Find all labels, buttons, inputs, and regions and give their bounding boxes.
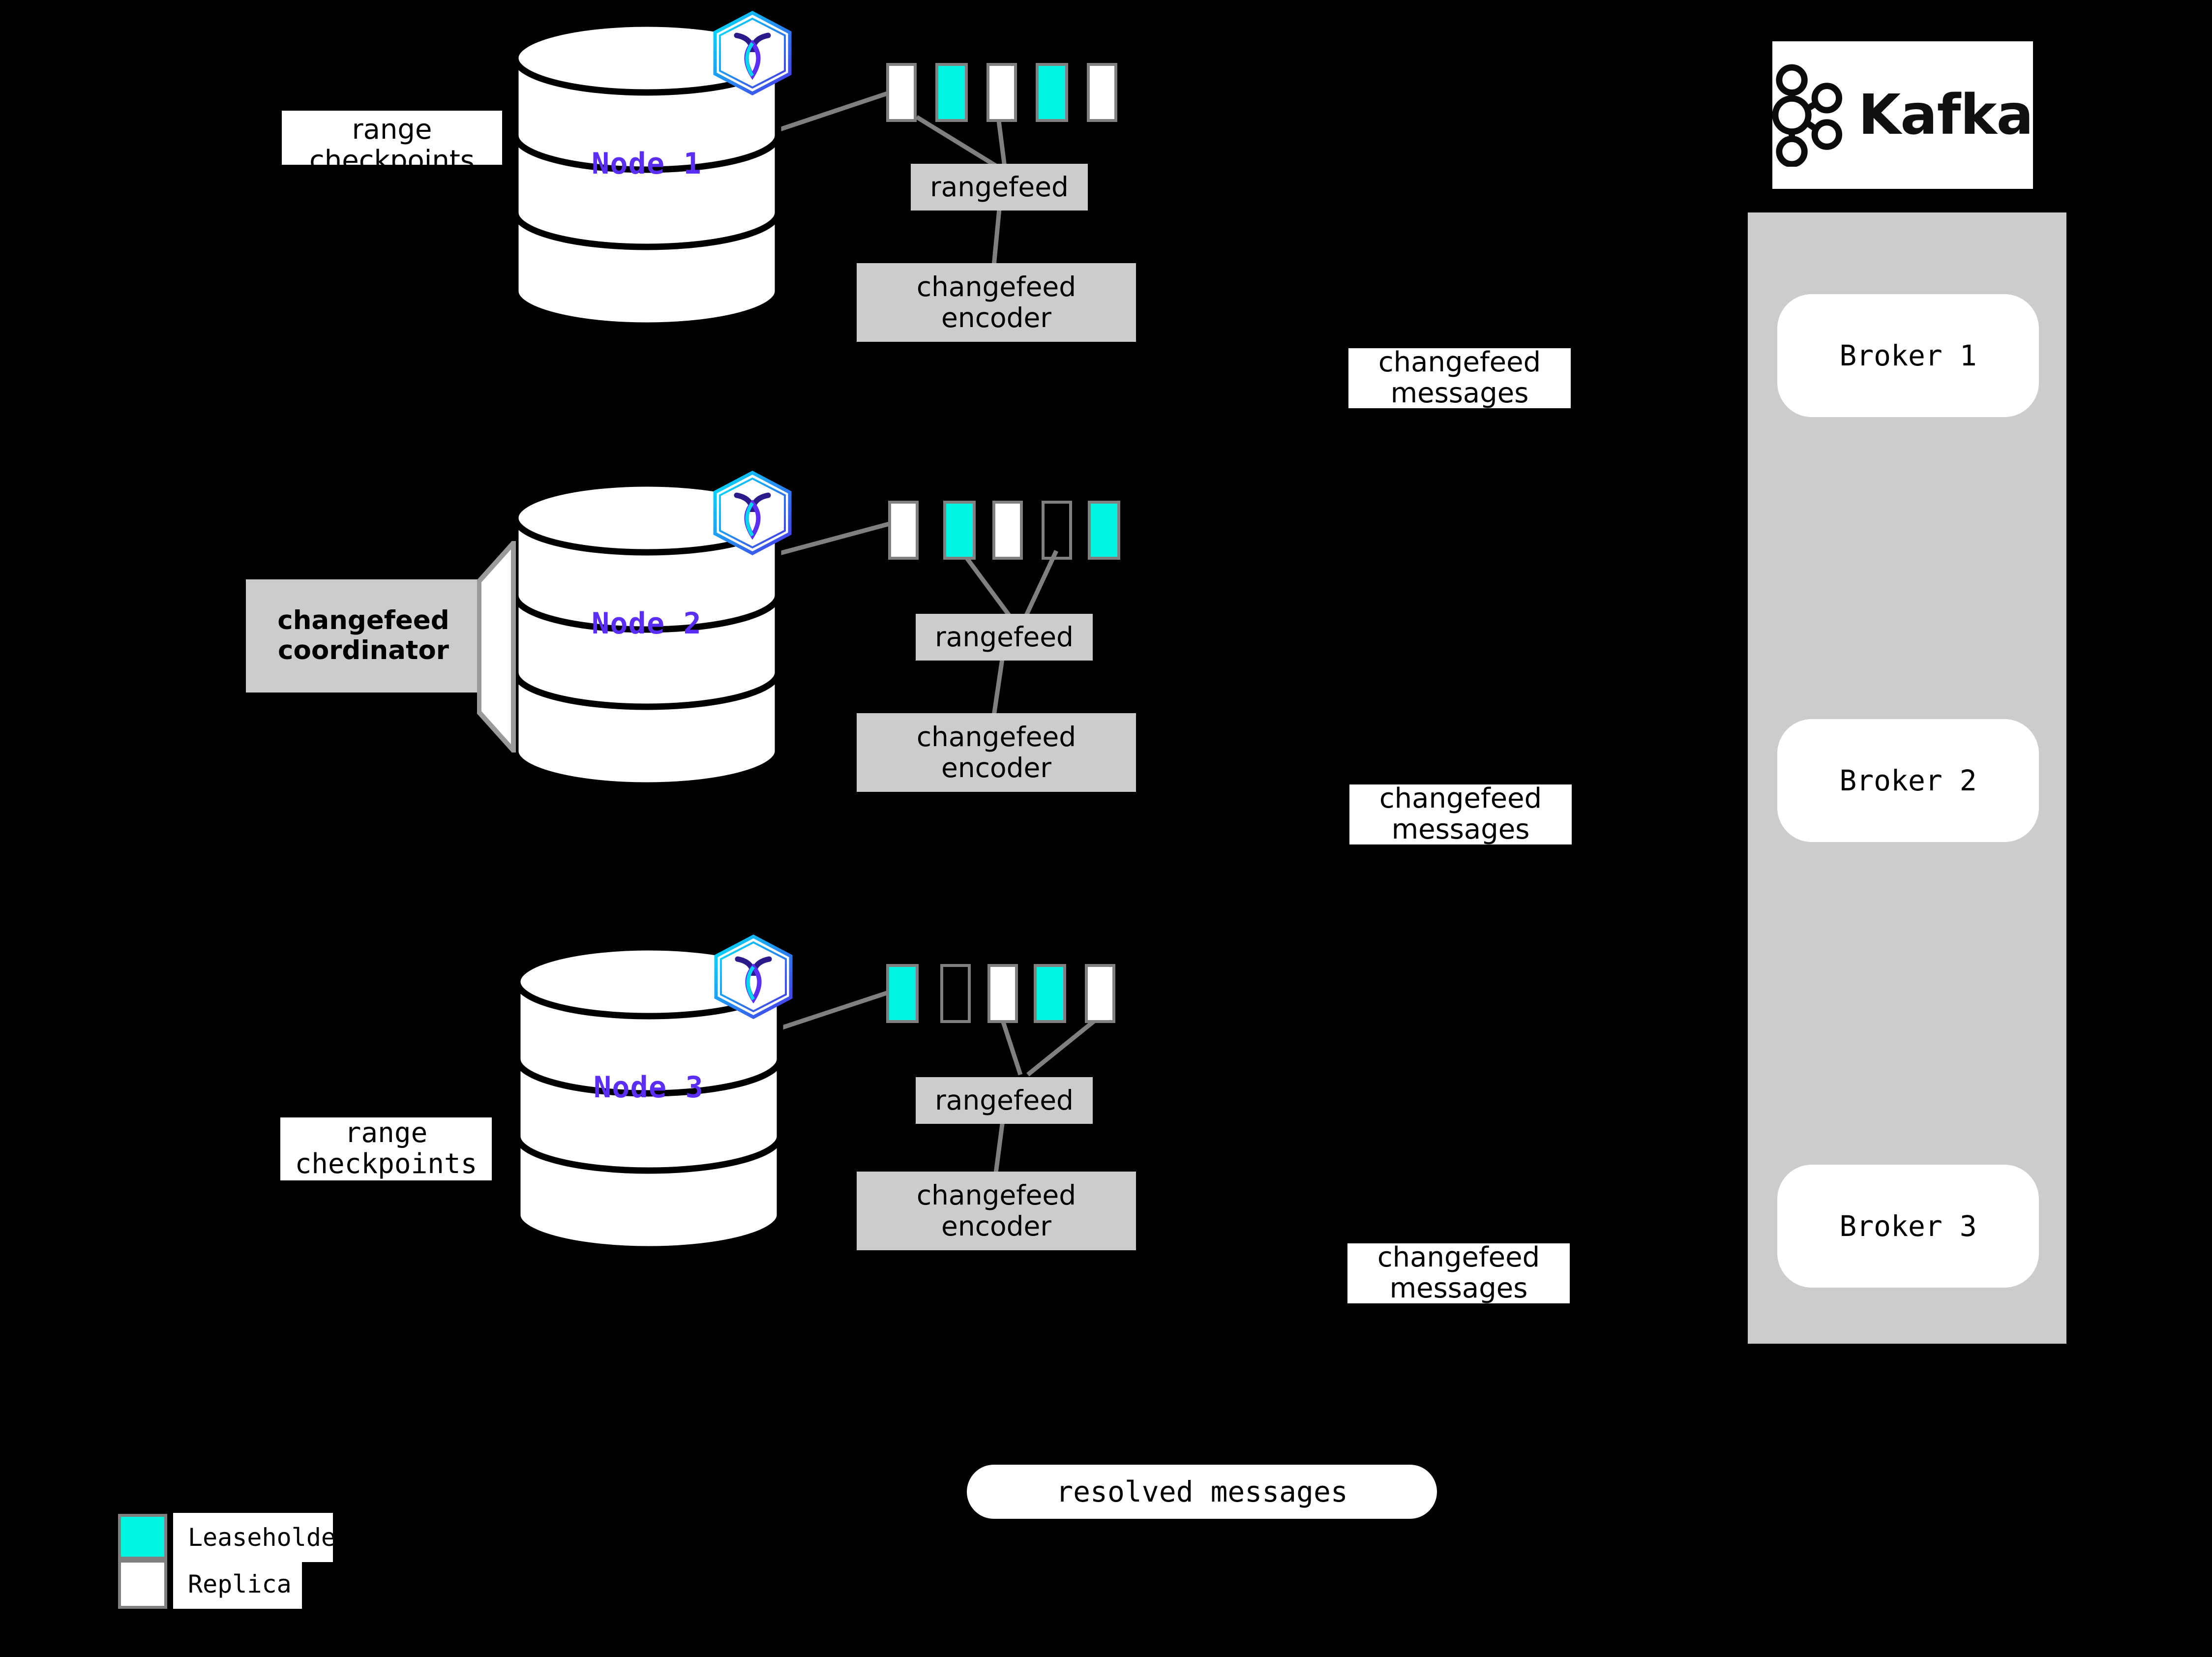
changefeed-messages-line-1: changefeed (1378, 348, 1541, 379)
range-box-replica[interactable] (1087, 63, 1117, 122)
changefeed-messages-label-3: changefeed messages (1347, 1243, 1570, 1303)
range-box-replica[interactable] (886, 63, 917, 122)
legend-label-leaseholder: Leaseholder (173, 1513, 351, 1562)
changefeed-messages-line-2: messages (1391, 813, 1530, 844)
range-box-leaseholder[interactable] (935, 63, 968, 122)
encoder-line-1: changefeed (916, 721, 1076, 753)
range-box-empty[interactable] (1042, 501, 1072, 560)
range-box-leaseholder[interactable] (1036, 63, 1068, 122)
node-3-cylinder: Node 3 (513, 943, 784, 1253)
encoder-line-2: encoder (941, 1210, 1051, 1242)
changefeed-coordinator-callout[interactable]: changefeed coordinator (246, 541, 521, 753)
range-box-replica[interactable] (986, 63, 1017, 122)
coordinator-line-1: changefeed (277, 605, 449, 636)
cockroachdb-hexagon-icon (708, 469, 797, 557)
changefeed-messages-line-2: messages (1389, 1272, 1528, 1303)
changefeed-coordinator-body: changefeed coordinator (246, 579, 481, 693)
callout-pointer-icon (477, 541, 516, 753)
range-checkpoints-line-1: range (352, 114, 432, 146)
range-box-leaseholder[interactable] (1034, 964, 1066, 1023)
range-box-leaseholder[interactable] (886, 964, 919, 1023)
encoder-line-1: changefeed (916, 271, 1076, 303)
range-box-leaseholder[interactable] (1088, 501, 1120, 560)
node-2-changefeed-encoder-box[interactable]: changefeed encoder (857, 713, 1136, 792)
range-box-replica[interactable] (987, 964, 1018, 1023)
broker-2-box[interactable]: Broker 2 (1777, 719, 2039, 842)
changefeed-messages-line-1: changefeed (1379, 784, 1542, 815)
encoder-line-1: changefeed (916, 1179, 1076, 1211)
cockroachdb-hexagon-icon (708, 9, 797, 97)
kafka-nodes-icon (1772, 64, 1843, 167)
range-checkpoints-line-2: checkpoints (295, 1148, 478, 1180)
legend: Leaseholder Replica (118, 1513, 423, 1632)
broker-3-box[interactable]: Broker 3 (1777, 1165, 2039, 1288)
legend-swatch-replica (118, 1560, 167, 1609)
range-box-replica[interactable] (888, 501, 919, 560)
kafka-logo: Kafka (1772, 41, 2033, 189)
node-3-label: Node 3 (594, 1070, 704, 1105)
node-1-range-checkpoints-label: range checkpoints (282, 111, 502, 165)
legend-swatch-leaseholder (118, 1514, 167, 1560)
node-3-rangefeed-box[interactable]: rangefeed (916, 1077, 1093, 1124)
range-box-empty[interactable] (940, 964, 971, 1023)
encoder-line-2: encoder (941, 752, 1051, 783)
node-2-rangefeed-box[interactable]: rangefeed (916, 614, 1093, 661)
changefeed-messages-label-2: changefeed messages (1349, 784, 1572, 844)
legend-label-replica: Replica (173, 1560, 302, 1609)
node-3-changefeed-encoder-box[interactable]: changefeed encoder (857, 1172, 1136, 1250)
node-1-rangefeed-box[interactable]: rangefeed (911, 164, 1088, 211)
changefeed-messages-line-2: messages (1390, 377, 1529, 408)
changefeed-messages-line-1: changefeed (1377, 1243, 1540, 1274)
node-3-range-checkpoints-label: range checkpoints (280, 1117, 492, 1180)
coordinator-line-2: coordinator (278, 635, 449, 665)
range-box-replica[interactable] (1085, 964, 1115, 1023)
changefeed-messages-label-1: changefeed messages (1348, 348, 1571, 408)
range-checkpoints-line-2: checkpoints (309, 144, 475, 165)
encoder-line-2: encoder (941, 302, 1051, 333)
node-1-label: Node 1 (592, 147, 702, 181)
node-2-label: Node 2 (592, 606, 702, 641)
range-checkpoints-line-1: range (344, 1117, 428, 1149)
range-box-replica[interactable] (992, 501, 1023, 560)
node-1-changefeed-encoder-box[interactable]: changefeed encoder (857, 263, 1136, 342)
broker-1-box[interactable]: Broker 1 (1777, 294, 2039, 417)
resolved-messages-pill[interactable]: resolved messages (967, 1465, 1437, 1519)
kafka-wordmark: Kafka (1858, 83, 2033, 147)
range-box-leaseholder[interactable] (943, 501, 976, 560)
cockroachdb-hexagon-icon (709, 933, 798, 1021)
